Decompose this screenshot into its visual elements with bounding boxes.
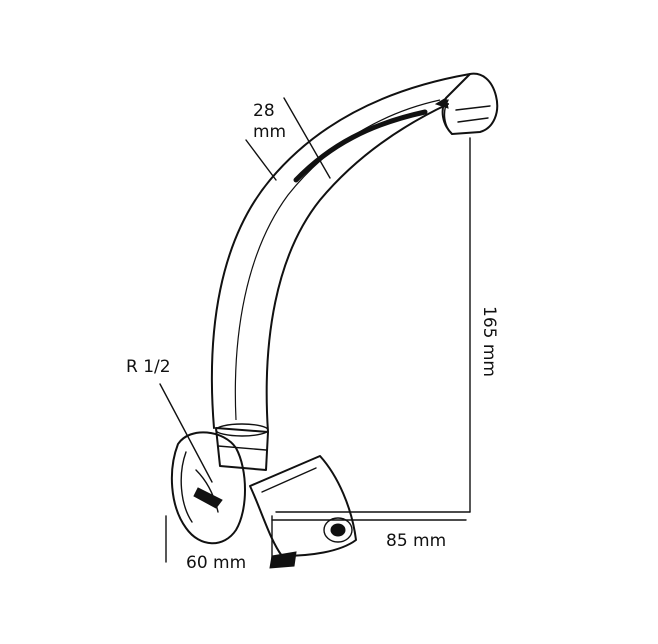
dim-165-label: 165 mm	[479, 306, 499, 377]
aerator-tip	[434, 72, 499, 135]
dimension-height: 165 mm	[275, 137, 499, 513]
dim-thread-label: R 1/2	[126, 357, 171, 377]
faucet-handle	[249, 455, 357, 569]
spout-collar	[215, 423, 269, 471]
dimension-base-width: 60 mm	[165, 515, 246, 573]
faucet-spout	[210, 73, 471, 433]
dim-28-unit: mm	[253, 122, 286, 142]
dim-85-label: 85 mm	[386, 531, 446, 551]
dimension-reach: 85 mm	[271, 515, 467, 561]
dimension-spout-diameter: 28 mm	[245, 97, 331, 181]
wall-flange	[170, 431, 246, 545]
dimension-thread: R 1/2	[126, 357, 213, 483]
dim-60-label: 60 mm	[186, 553, 246, 573]
dim-28-value: 28	[253, 101, 275, 121]
